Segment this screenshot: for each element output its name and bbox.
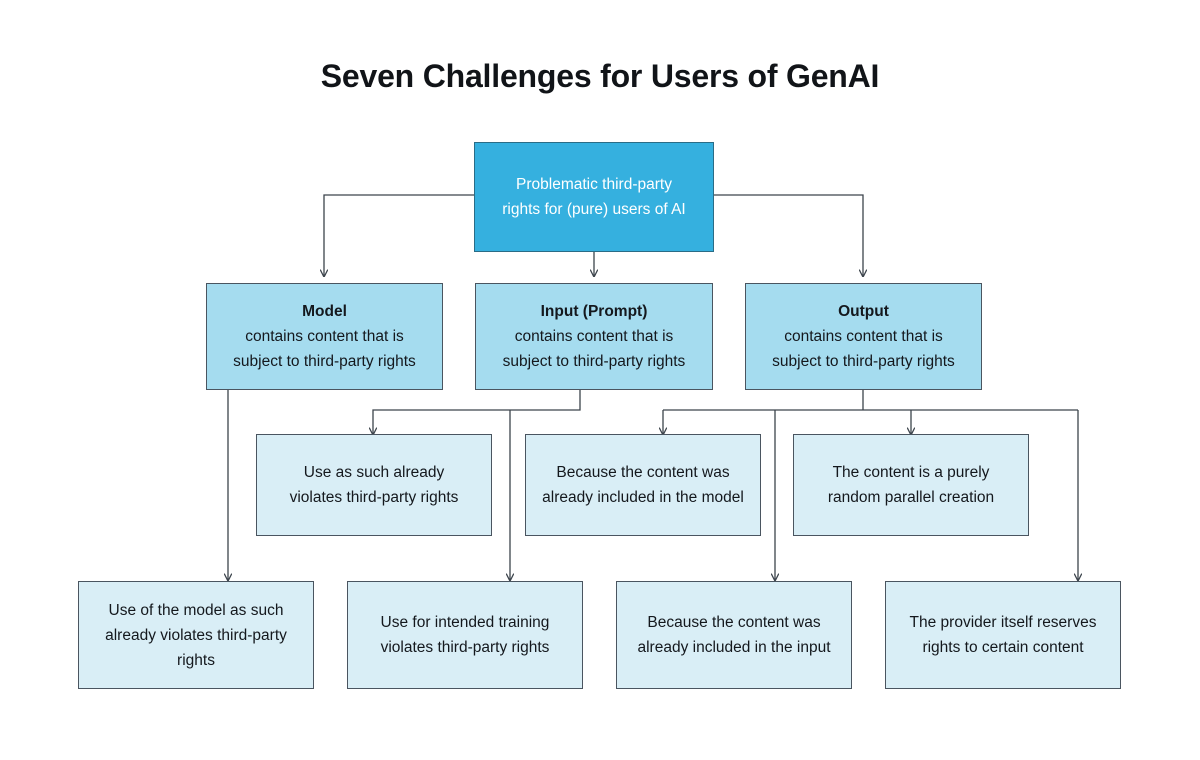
node-model-use-violates-line-3: rights [177, 651, 215, 669]
node-input-line-2: subject to third-party rights [502, 353, 686, 370]
node-intended-training-line-1: Use for intended training [380, 614, 550, 631]
node-model-use-violates-line-1: Use of the model as such [108, 601, 284, 619]
node-output-line-1: contains content that is [784, 328, 943, 345]
node-included-in-input-line-1: Because the content was [647, 614, 821, 631]
node-input-heading: Input (Prompt) [540, 303, 648, 320]
node-input-line-1: contains content that is [514, 328, 674, 345]
node-model-line-2: subject to third-party rights [233, 353, 416, 370]
node-intended-training-line-2: violates third-party rights [380, 639, 550, 656]
node-root-line-2: rights for (pure) users of AI [502, 201, 686, 218]
node-model[interactable]: Model contains content that is subject t… [206, 283, 443, 390]
edge-root-to-output [714, 194, 863, 276]
node-input-prompt[interactable]: Input (Prompt) contains content that is … [475, 283, 713, 390]
node-included-in-model[interactable]: Because the content was already included… [525, 434, 761, 536]
node-provider-reserves-rights-line-1: The provider itself reserves [909, 614, 1097, 631]
node-use-as-such-line-2: violates third-party rights [289, 489, 459, 506]
node-use-as-such-line-1: Use as such already [303, 464, 445, 481]
node-provider-reserves-rights-line-2: rights to certain content [922, 639, 1084, 656]
node-included-in-input[interactable]: Because the content was already included… [616, 581, 852, 689]
node-included-in-model-line-1: Because the content was [556, 464, 730, 481]
node-output[interactable]: Output contains content that is subject … [745, 283, 982, 390]
node-model-use-violates[interactable]: Use of the model as such already violate… [78, 581, 314, 689]
node-model-use-violates-line-2: already violates third-party [105, 626, 287, 644]
edge-input-to-leaf-use-as-such [373, 390, 581, 434]
node-output-heading: Output [838, 303, 889, 320]
node-use-as-such[interactable]: Use as such already violates third-party… [256, 434, 492, 536]
node-root-problematic-rights[interactable]: Problematic third-party rights for (pure… [474, 142, 714, 252]
edge-root-to-model [324, 194, 474, 276]
node-model-line-1: contains content that is [245, 328, 404, 345]
node-model-heading: Model [302, 303, 347, 320]
node-output-line-2: subject to third-party rights [772, 353, 955, 370]
node-intended-training[interactable]: Use for intended training violates third… [347, 581, 583, 689]
page-title: Seven Challenges for Users of GenAI [320, 58, 880, 94]
node-included-in-input-line-2: already included in the input [637, 639, 831, 656]
node-included-in-model-line-2: already included in the model [542, 489, 744, 506]
node-random-parallel-creation-line-1: The content is a purely [832, 464, 990, 481]
node-random-parallel-creation-line-2: random parallel creation [827, 489, 995, 506]
node-root-line-1: Problematic third-party [516, 176, 672, 193]
node-provider-reserves-rights[interactable]: The provider itself reserves rights to c… [885, 581, 1121, 689]
node-random-parallel-creation[interactable]: The content is a purely random parallel … [793, 434, 1029, 536]
